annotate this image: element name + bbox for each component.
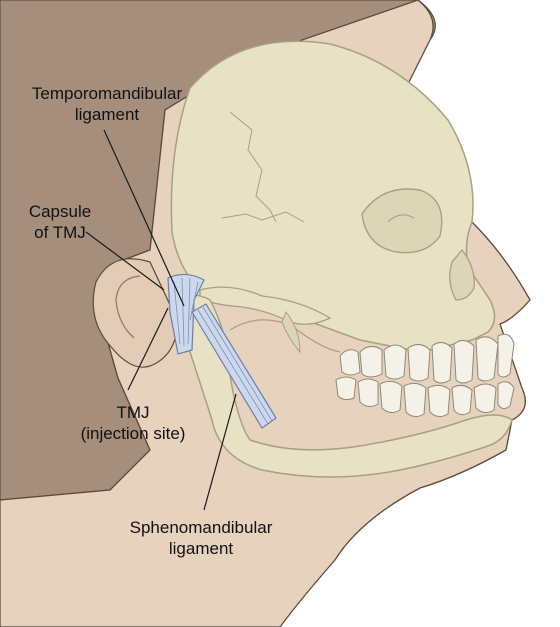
leader-sphenomandibular xyxy=(203,393,237,511)
upper-tooth xyxy=(431,342,453,384)
leader-capsule xyxy=(85,231,165,291)
label-sphenomandibular-ligament: Sphenomandibular ligament xyxy=(108,517,294,559)
label-temporomandibular-ligament: Temporomandibular ligament xyxy=(14,83,200,125)
label-tmj-line1: TMJ xyxy=(116,403,150,422)
orbit xyxy=(361,188,443,254)
label-temporomandibular-line1: Temporomandibular xyxy=(31,84,183,103)
label-capsule-of-tmj: Capsule of TMJ xyxy=(12,201,108,243)
lower-tooth xyxy=(335,376,357,401)
orbit-depth xyxy=(387,214,415,223)
lower-tooth xyxy=(427,384,451,418)
label-capsule-line1: Capsule xyxy=(28,202,92,221)
label-sphenomandibular-line1: Sphenomandibular xyxy=(129,518,273,537)
label-sphenomandibular-line2: ligament xyxy=(168,539,234,558)
upper-tooth xyxy=(407,344,431,382)
coronoid-process xyxy=(281,311,301,354)
lower-tooth xyxy=(473,383,497,414)
nasal-aperture xyxy=(449,248,475,301)
label-tmj-line2: (injection site) xyxy=(80,424,186,443)
upper-teeth xyxy=(339,333,515,384)
cranial-suture xyxy=(229,111,277,223)
skull xyxy=(170,40,496,353)
temporomandibular-ligament-fibers xyxy=(173,277,199,347)
ear-inner xyxy=(115,275,141,339)
upper-tooth xyxy=(475,336,499,382)
label-temporomandibular-line2: ligament xyxy=(74,105,140,124)
lower-teeth xyxy=(335,376,515,418)
sphenomandibular-ligament-fibers xyxy=(197,306,273,425)
leader-tmj xyxy=(127,307,169,391)
upper-tooth xyxy=(339,349,361,376)
upper-tooth xyxy=(453,340,475,384)
ear xyxy=(92,258,179,368)
leader-lines xyxy=(85,129,237,511)
label-tmj-injection-site: TMJ (injection site) xyxy=(70,402,196,444)
lower-tooth xyxy=(403,382,427,418)
upper-tooth xyxy=(359,346,383,378)
lower-tooth xyxy=(379,380,403,414)
label-capsule-line2: of TMJ xyxy=(34,223,86,242)
lower-tooth xyxy=(451,384,473,416)
zygomatic-suture xyxy=(221,211,305,223)
upper-tooth xyxy=(383,344,407,380)
leader-temporomandibular xyxy=(103,129,185,307)
lower-tooth xyxy=(497,381,515,410)
lower-tooth xyxy=(357,378,379,408)
zygomatic-arch xyxy=(199,286,332,325)
upper-tooth xyxy=(497,333,515,378)
